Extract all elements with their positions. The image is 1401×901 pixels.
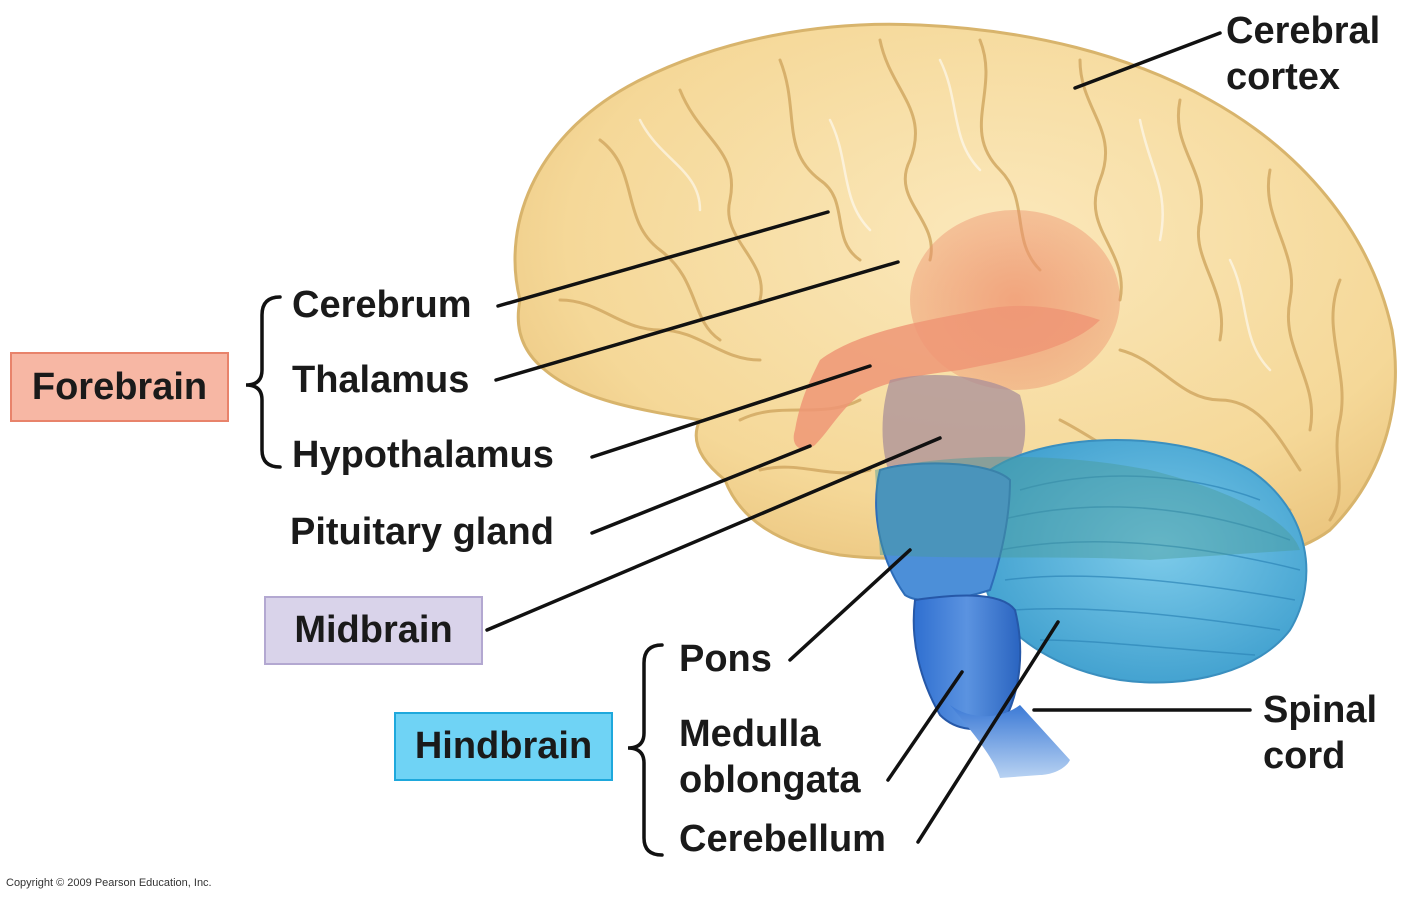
leader-pituitary xyxy=(590,444,812,535)
midbrain-shape xyxy=(882,375,1026,475)
hindbrain-brace xyxy=(627,643,664,857)
medulla-oblongata-label: Medulla oblongata xyxy=(679,713,861,801)
hypothalamus-shape xyxy=(793,305,1100,450)
spinal-cord-shape xyxy=(950,705,1070,778)
cerebellum-label: Cerebellum xyxy=(679,818,886,860)
forebrain-brace xyxy=(245,295,282,469)
leader-thalamus xyxy=(494,260,900,382)
leader-cerebellum xyxy=(916,620,1060,844)
copyright-notice: Copyright © 2009 Pearson Education, Inc. xyxy=(6,877,212,889)
leader-cerebral-cortex xyxy=(1073,31,1222,90)
leader-hypothalamus xyxy=(590,364,872,459)
forebrain-box: Forebrain xyxy=(10,352,229,422)
leader-midbrain xyxy=(485,436,942,632)
hypothalamus-label: Hypothalamus xyxy=(292,434,554,476)
cerebral-cortex-label: Cerebral cortex xyxy=(1226,10,1381,98)
pituitary-gland-label: Pituitary gland xyxy=(290,511,554,553)
leader-cerebrum xyxy=(496,210,830,308)
pons-shape xyxy=(875,462,1012,602)
midbrain-label: Midbrain xyxy=(294,609,453,651)
hindbrain-label: Hindbrain xyxy=(414,725,593,767)
cerebrum-label: Cerebrum xyxy=(292,284,472,326)
leader-pons xyxy=(788,548,912,662)
leader-medulla xyxy=(886,670,964,782)
forebrain-label: Forebrain xyxy=(31,365,208,408)
midbrain-box: Midbrain xyxy=(264,596,483,665)
pons-label: Pons xyxy=(679,638,772,680)
hindbrain-box: Hindbrain xyxy=(394,712,613,781)
spinal-cord-label: Spinal cord xyxy=(1263,689,1378,777)
thalamus-label: Thalamus xyxy=(292,359,470,401)
